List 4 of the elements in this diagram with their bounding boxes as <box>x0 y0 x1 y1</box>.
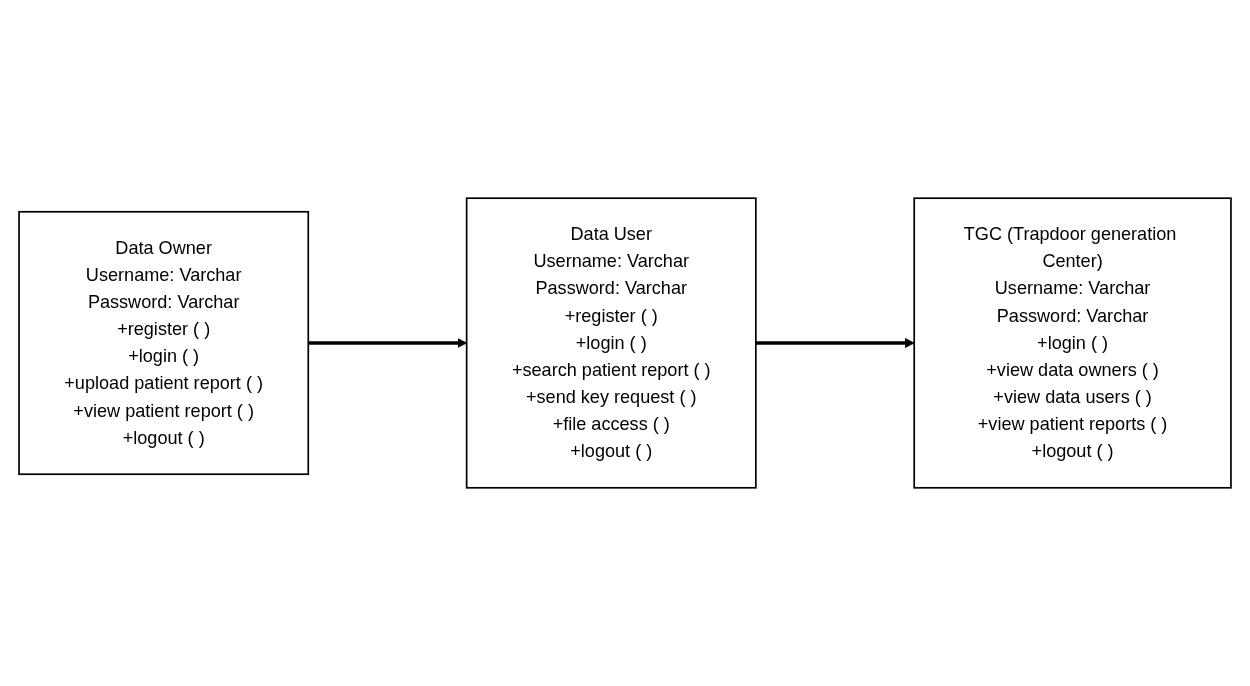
node-box: Data User Username: Varchar Password: Varchar +register ( ) +login ( ) +search patient report ( ) +send key request ( ) +file access ( ) +logout ( ) <box>465 197 757 489</box>
arrow <box>755 338 915 348</box>
node-box: Data Owner Username: Varchar Password: Varchar +register ( ) +login ( ) +upload patient report ( ) +view patient report ( ) +logout ( ) <box>18 210 310 476</box>
node-box: TGC (Trapdoor generation Center) Username: Varchar Password: Varchar +login ( ) +view data owners ( ) +view data users ( ) +view patient reports ( ) +logout ( ) <box>913 197 1232 489</box>
